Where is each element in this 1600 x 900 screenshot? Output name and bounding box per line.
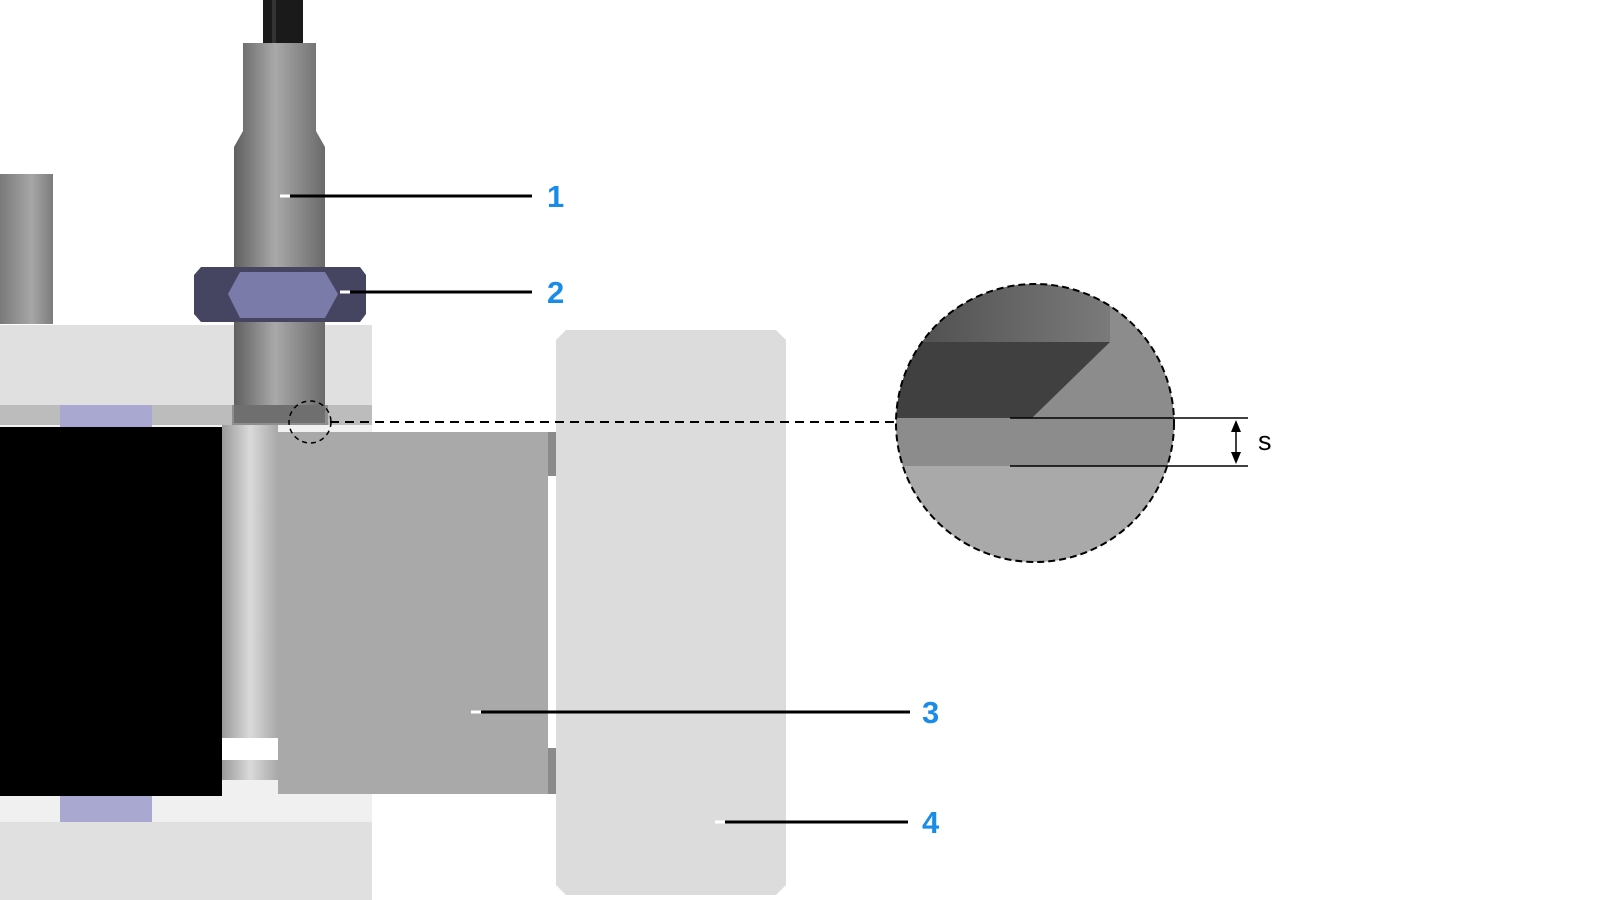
lower-plate bbox=[0, 822, 372, 900]
target-block bbox=[278, 432, 548, 794]
target-pin-top bbox=[548, 432, 556, 476]
support-rod bbox=[0, 174, 53, 324]
callout-4: 4 bbox=[922, 805, 940, 840]
lower-bushing bbox=[60, 796, 152, 822]
black-block bbox=[0, 427, 222, 796]
callout-3: 3 bbox=[922, 695, 939, 730]
zoom-detail-outline bbox=[895, 283, 1175, 563]
spacer-gap bbox=[222, 738, 278, 760]
inner-stem bbox=[222, 425, 278, 780]
upper-bushing bbox=[60, 405, 152, 427]
sensor-face bbox=[234, 405, 325, 423]
guide-plate bbox=[556, 330, 786, 895]
lock-nut-face bbox=[228, 272, 338, 318]
proximity-sensor bbox=[234, 43, 325, 272]
gap-dimension-label: s bbox=[1258, 426, 1272, 456]
sensor-cable bbox=[263, 0, 303, 44]
callout-2: 2 bbox=[547, 275, 564, 310]
callout-1: 1 bbox=[547, 179, 564, 214]
zoom-detail bbox=[896, 284, 1174, 562]
gap-arrow-bottom bbox=[1231, 452, 1241, 464]
target-pin-bottom bbox=[548, 748, 556, 794]
gap-arrow-top bbox=[1231, 420, 1241, 432]
sensor-cable-highlight bbox=[272, 0, 276, 44]
